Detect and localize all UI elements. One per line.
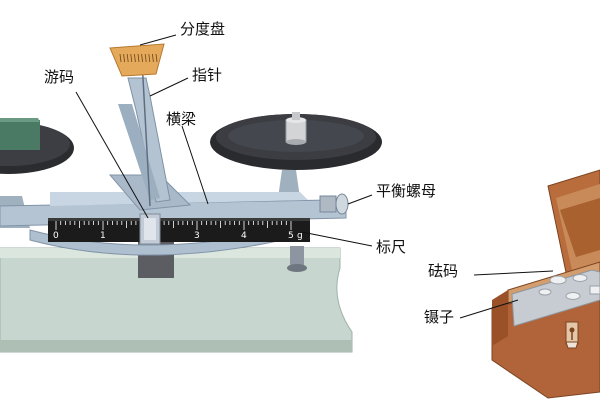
dial-tick — [119, 53, 122, 63]
leader-lines — [75, 34, 554, 319]
dial-tick — [155, 53, 158, 63]
dial-plate — [109, 43, 165, 77]
pointer — [118, 59, 171, 207]
scale-ruler: 012345 g — [48, 218, 310, 242]
dial-tick — [144, 53, 147, 63]
dial-tick — [126, 53, 129, 63]
ruler-mark: 4 — [241, 231, 247, 241]
weight-box — [491, 169, 600, 399]
dial-tick — [152, 53, 154, 63]
rider — [139, 213, 161, 245]
label-tweezers: 镊子 — [424, 308, 454, 326]
dial-tick — [130, 53, 133, 63]
weight-on-pan — [285, 112, 307, 145]
ruler-mark: 3 — [194, 231, 200, 241]
ruler-unit: g — [297, 231, 303, 241]
dial-tick — [137, 53, 140, 63]
dial-tick — [141, 53, 143, 63]
dial-tick — [134, 53, 136, 63]
balance-nut — [319, 193, 349, 215]
label-beam: 横梁 — [166, 110, 196, 128]
label-scale: 标尺 — [376, 238, 406, 256]
label-rider: 游码 — [44, 68, 74, 86]
dial-tick — [148, 53, 151, 63]
ruler-mark: 5 — [288, 231, 294, 241]
leveling-screw — [287, 246, 307, 272]
dial-ticks — [119, 53, 158, 63]
dial-tick — [123, 53, 125, 63]
label-weights: 砝码 — [428, 262, 458, 280]
label-pointer: 指针 — [192, 66, 222, 84]
label-dial: 分度盘 — [180, 20, 225, 38]
ruler-mark: 1 — [100, 231, 106, 241]
label-balance-nut: 平衡螺母 — [376, 182, 436, 200]
ruler-mark: 0 — [53, 231, 59, 241]
left-pan — [0, 118, 74, 228]
